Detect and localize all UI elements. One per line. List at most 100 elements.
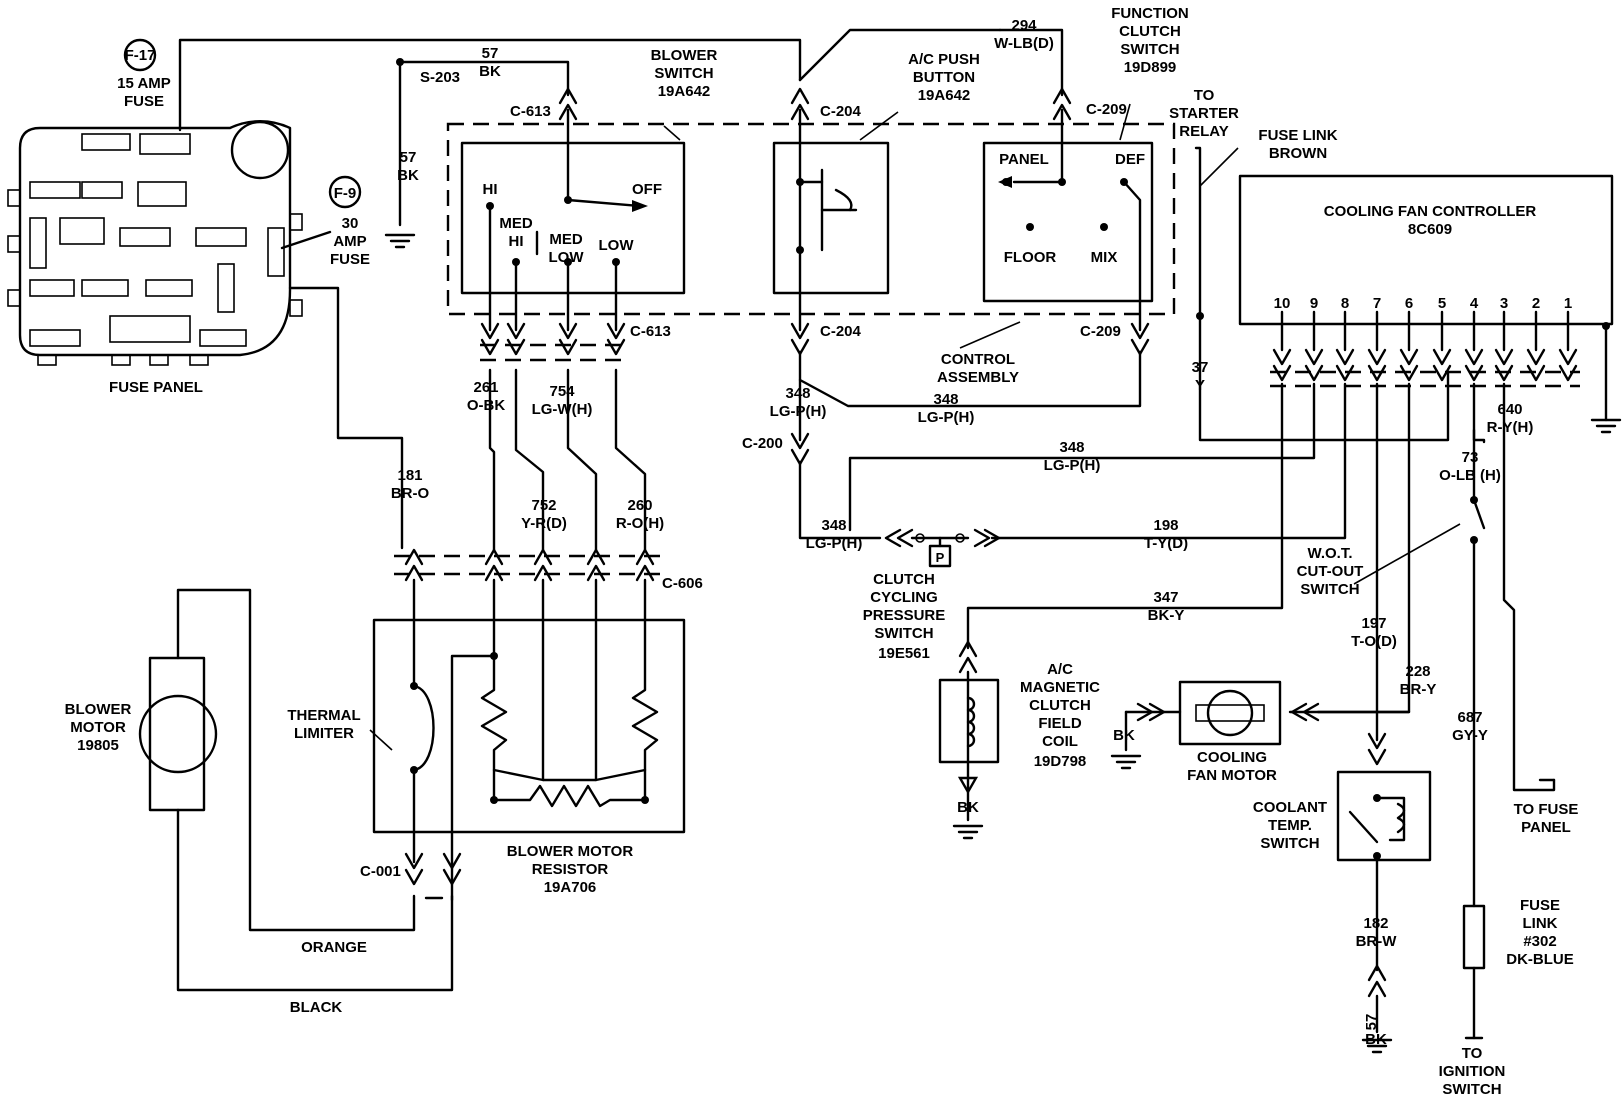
cooling-fan-motor	[1110, 680, 1320, 770]
svg-text:BROWN: BROWN	[1269, 145, 1327, 162]
svg-text:181: 181	[397, 467, 422, 484]
svg-text:19E561: 19E561	[878, 645, 930, 662]
fuse30-line2: AMP	[333, 233, 366, 250]
fuse-15a-icon	[139, 133, 191, 155]
svg-text:LG-P(H): LG-P(H)	[770, 403, 827, 420]
svg-text:T-Y(D): T-Y(D)	[1144, 535, 1188, 552]
svg-text:261: 261	[473, 379, 498, 396]
c200-label: C-200	[742, 435, 783, 452]
svg-text:5: 5	[1438, 295, 1446, 312]
wire-181	[288, 286, 404, 550]
cooling-fan-controller-box	[1238, 174, 1614, 326]
svg-text:Y-R(D): Y-R(D)	[521, 515, 567, 532]
fuse-f9-circle	[328, 175, 362, 209]
f9-leader	[280, 230, 332, 250]
svg-text:FIELD: FIELD	[1038, 715, 1081, 732]
svg-text:752: 752	[531, 497, 556, 514]
svg-text:FUSE LINK: FUSE LINK	[1258, 127, 1337, 144]
svg-text:CLUTCH: CLUTCH	[1029, 697, 1091, 714]
wire-198	[990, 382, 1347, 540]
svg-text:THERMAL: THERMAL	[287, 707, 360, 724]
svg-text:10: 10	[1274, 295, 1291, 312]
svg-text:19D798: 19D798	[1034, 753, 1087, 770]
svg-text:640: 640	[1497, 401, 1522, 418]
blower-switch-box	[460, 141, 686, 295]
wire-640	[1502, 382, 1556, 792]
svg-text:687: 687	[1457, 709, 1482, 726]
c209-bottom-label: C-209	[1080, 323, 1121, 340]
svg-text:R-Y(H): R-Y(H)	[1487, 419, 1534, 436]
svg-text:OFF: OFF	[632, 181, 662, 198]
svg-text:LOW: LOW	[599, 237, 635, 254]
svg-text:DEF: DEF	[1115, 151, 1145, 168]
wire-294-lead	[798, 28, 1002, 82]
clutch-cycling-pressure-switch	[884, 528, 1001, 568]
svg-text:19A706: 19A706	[544, 879, 597, 896]
svg-text:LINK: LINK	[1523, 915, 1558, 932]
svg-text:19D899: 19D899	[1124, 59, 1177, 76]
svg-text:MAGNETIC: MAGNETIC	[1020, 679, 1100, 696]
svg-text:347: 347	[1153, 589, 1178, 606]
coolant-temp-switch	[1336, 732, 1432, 862]
svg-text:19805: 19805	[77, 737, 119, 754]
svg-text:BK: BK	[957, 799, 979, 816]
svg-text:ASSEMBLY: ASSEMBLY	[937, 369, 1019, 386]
svg-text:IGNITION: IGNITION	[1439, 1063, 1506, 1080]
f9-label: F-9	[334, 185, 357, 202]
c209-top-label: C-209	[1086, 101, 1127, 118]
svg-text:FUSE: FUSE	[1520, 897, 1560, 914]
svg-text:LIMITER: LIMITER	[294, 725, 354, 742]
svg-text:TO: TO	[1194, 87, 1215, 104]
wire-260	[614, 368, 647, 552]
svg-text:19A642: 19A642	[658, 83, 711, 100]
svg-text:CYCLING: CYCLING	[870, 589, 938, 606]
svg-text:BLACK: BLACK	[290, 999, 343, 1016]
c204-top-label: C-204	[820, 103, 862, 120]
fuse-panel-label: FUSE PANEL	[109, 379, 203, 396]
fuse-panel-relay-icon	[230, 120, 290, 180]
svg-text:MED: MED	[499, 215, 533, 232]
c613-top-label: C-613	[510, 103, 551, 120]
ac-clutch-coil	[938, 640, 1000, 840]
splice-s203	[396, 58, 404, 66]
svg-text:SWITCH: SWITCH	[1442, 1081, 1501, 1098]
wire-754	[566, 368, 598, 552]
c606-label: C-606	[662, 575, 703, 592]
wire-57-bk	[398, 60, 570, 227]
svg-text:BLOWER: BLOWER	[65, 701, 132, 718]
svg-text:8: 8	[1341, 295, 1349, 312]
svg-text:8C609: 8C609	[1408, 221, 1452, 238]
svg-text:3: 3	[1500, 295, 1508, 312]
svg-text:O-LB (H): O-LB (H)	[1439, 467, 1501, 484]
control-assembly-box	[446, 122, 1176, 316]
svg-text:TEMP.: TEMP.	[1268, 817, 1312, 834]
svg-text:MED: MED	[549, 231, 583, 248]
svg-text:LG-P(H): LG-P(H)	[806, 535, 863, 552]
svg-text:7: 7	[1373, 295, 1381, 312]
svg-text:A/C PUSH: A/C PUSH	[908, 51, 980, 68]
svg-text:PRESSURE: PRESSURE	[863, 607, 946, 624]
fuse15-line2: FUSE	[124, 93, 164, 110]
wire-347	[966, 382, 1284, 650]
svg-text:198: 198	[1153, 517, 1178, 534]
svg-text:4: 4	[1470, 295, 1479, 312]
fuse15-line1: 15 AMP	[117, 75, 171, 92]
blower-motor-resistor-box	[372, 618, 686, 834]
svg-text:260: 260	[627, 497, 652, 514]
svg-text:PANEL: PANEL	[1521, 819, 1571, 836]
svg-text:73: 73	[1462, 449, 1479, 466]
svg-text:9: 9	[1310, 295, 1318, 312]
svg-text:P: P	[936, 550, 945, 565]
svg-text:348: 348	[1059, 439, 1084, 456]
svg-text:FLOOR: FLOOR	[1004, 249, 1057, 266]
svg-text:COOLANT: COOLANT	[1253, 799, 1327, 816]
svg-text:R-O(H): R-O(H)	[616, 515, 664, 532]
svg-text:2: 2	[1532, 295, 1540, 312]
svg-text:MOTOR: MOTOR	[70, 719, 126, 736]
harness-black	[176, 808, 454, 992]
svg-text:DK-BLUE: DK-BLUE	[1506, 951, 1574, 968]
svg-text:COOLING: COOLING	[1197, 749, 1267, 766]
svg-text:1: 1	[1564, 295, 1572, 312]
ac-push-button-box	[772, 141, 890, 295]
